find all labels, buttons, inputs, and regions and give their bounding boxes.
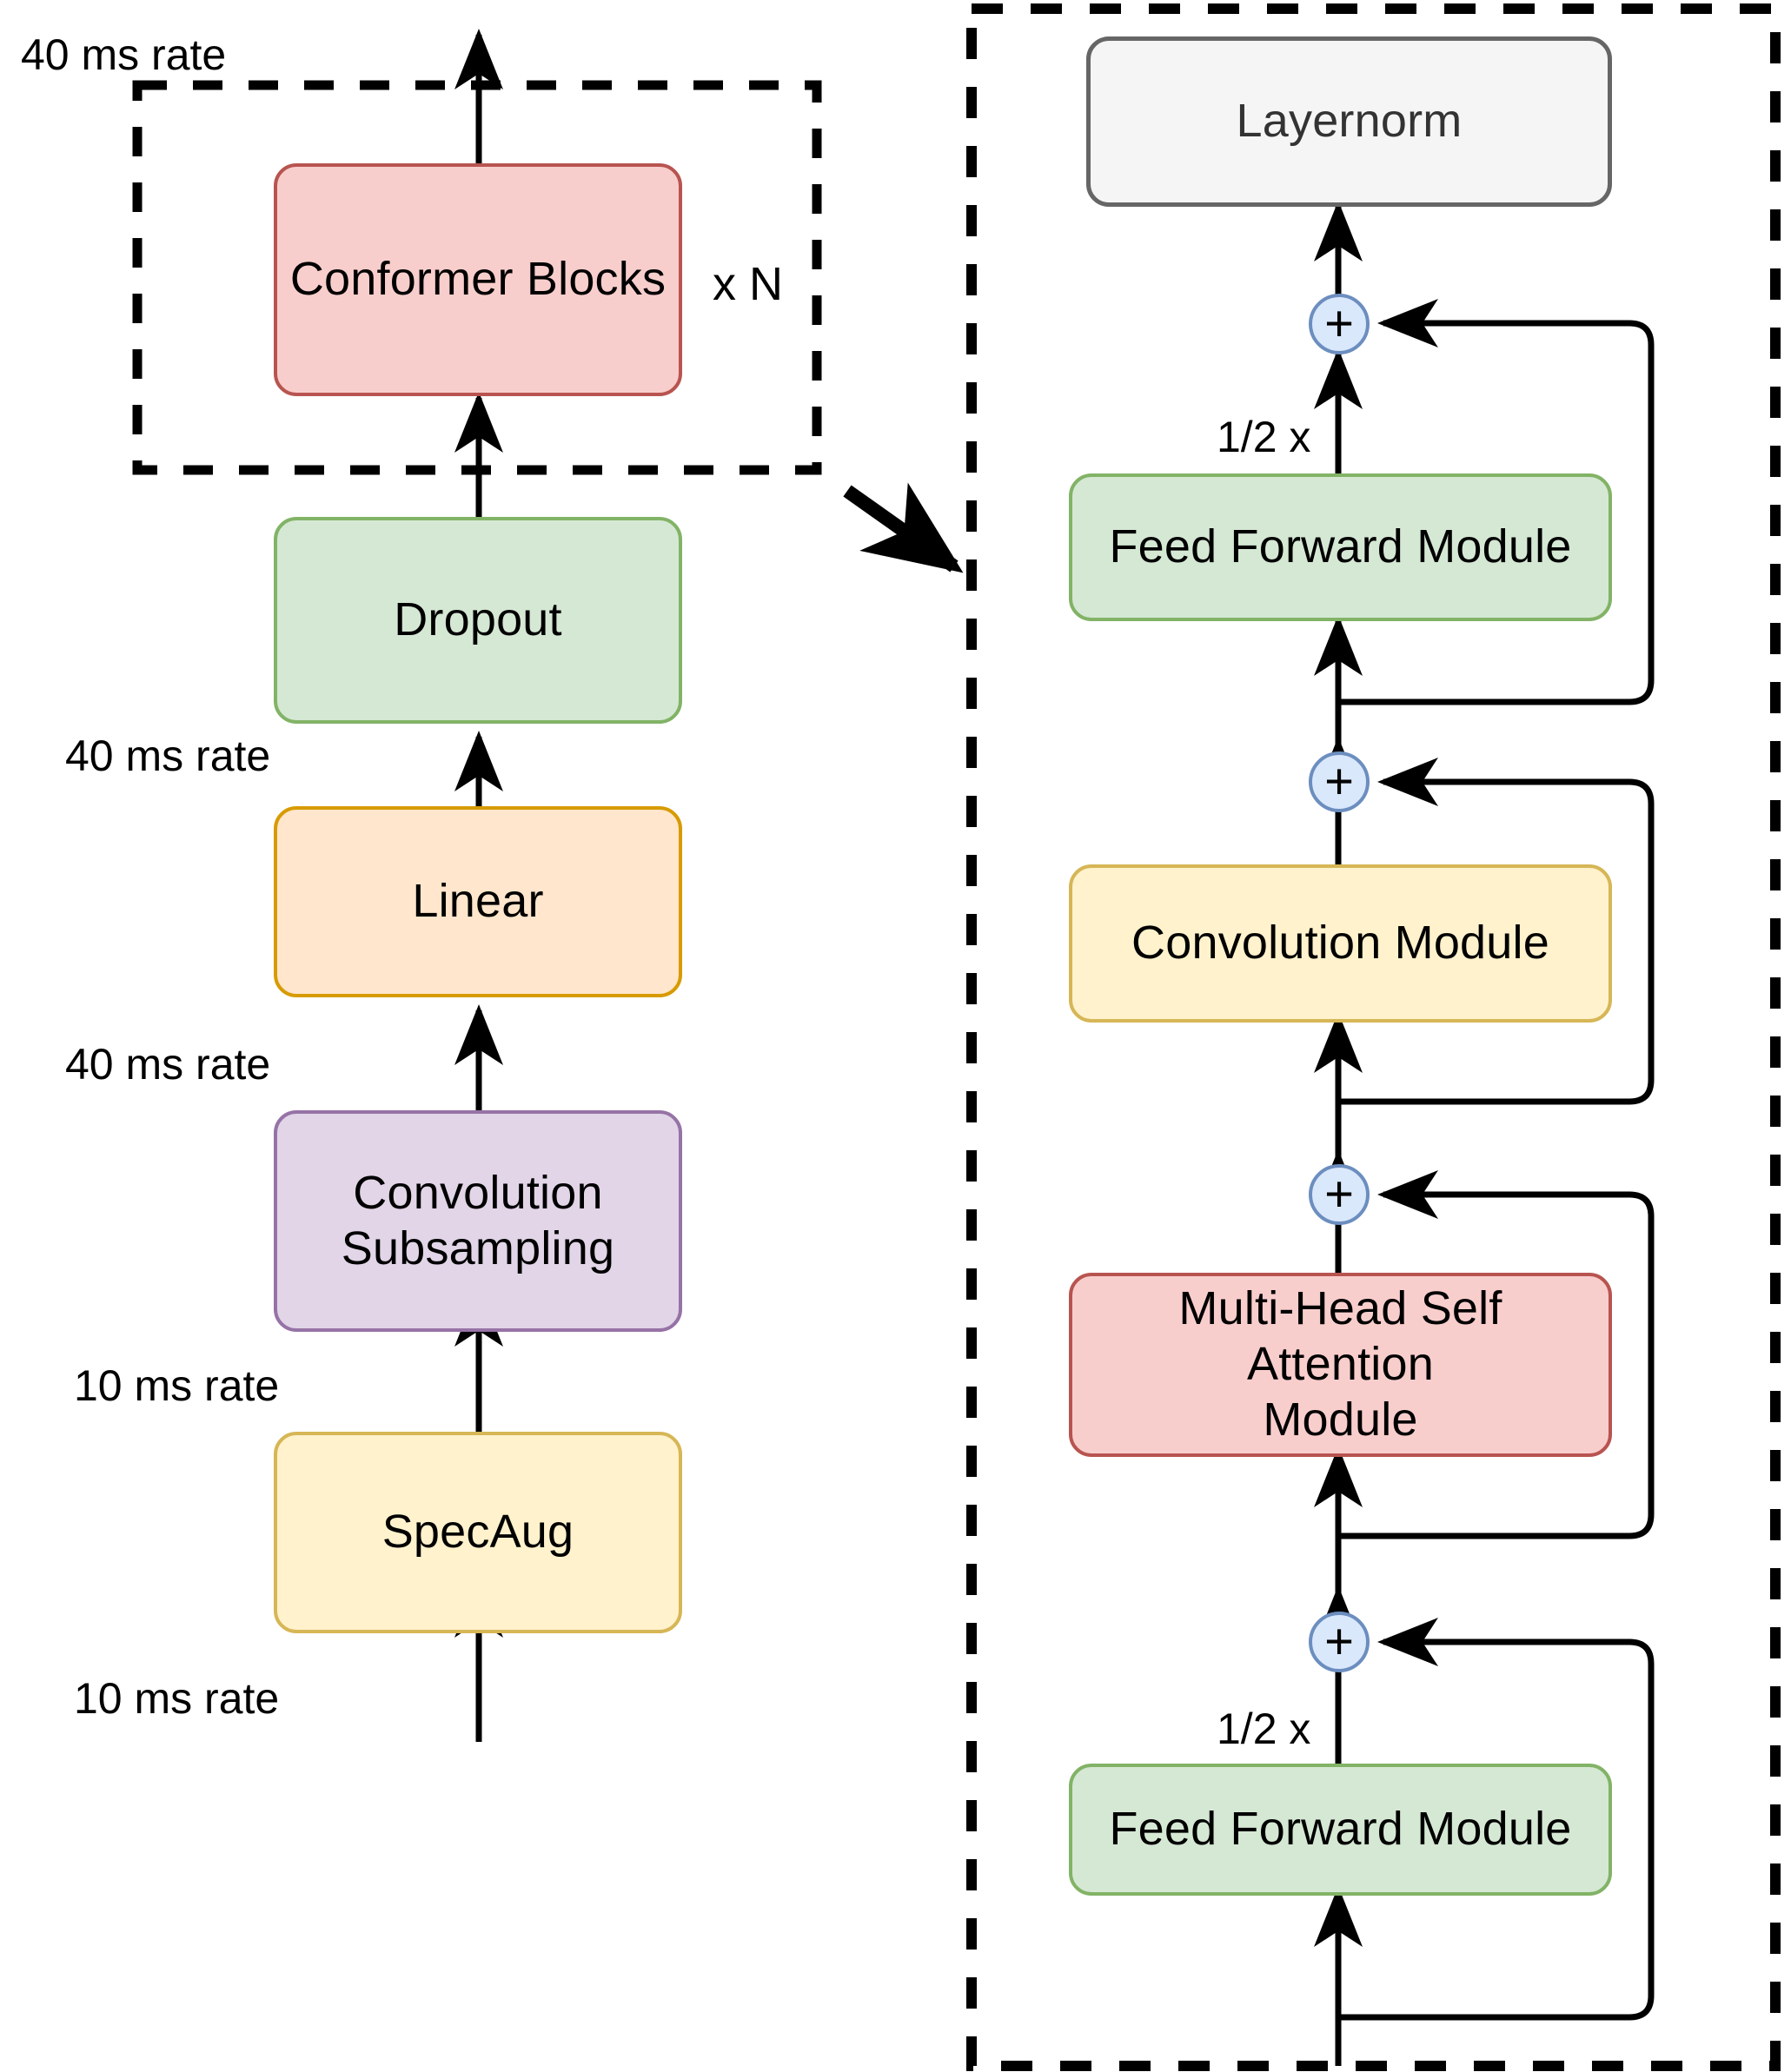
label-rate-subsampling-input: 10 ms rate bbox=[74, 1361, 280, 1410]
node-convolution-module[interactable]: Convolution Module bbox=[1069, 864, 1612, 1023]
label-rate-output: 40 ms rate bbox=[21, 30, 227, 79]
residual-ffn-bottom bbox=[1338, 1618, 1655, 2021]
node-label-line1: Multi-Head Self Attention bbox=[1178, 1282, 1502, 1391]
node-label-line2: Subsampling bbox=[341, 1221, 615, 1274]
adder-after-convolution[interactable]: + bbox=[1309, 751, 1370, 812]
plus-icon: + bbox=[1324, 1166, 1354, 1222]
adder-after-mhsa[interactable]: + bbox=[1309, 1164, 1370, 1225]
conformer-blocks-repeat-label: x N bbox=[713, 258, 783, 310]
label-half-x-top: 1/2 x bbox=[1217, 413, 1311, 461]
node-label-line1: Convolution bbox=[353, 1166, 603, 1219]
plus-icon: + bbox=[1324, 295, 1354, 352]
residual-connections bbox=[1338, 299, 1655, 2021]
node-label: Linear bbox=[412, 875, 544, 928]
node-convolution-subsampling[interactable]: Convolution Subsampling bbox=[274, 1110, 682, 1332]
node-label: Layernorm bbox=[1236, 95, 1463, 148]
plus-icon: + bbox=[1324, 753, 1354, 810]
expand-pointer-arrow bbox=[843, 482, 964, 573]
node-label-line2: Module bbox=[1263, 1393, 1418, 1446]
node-specaug[interactable]: SpecAug bbox=[274, 1432, 682, 1633]
node-feed-forward-module-top[interactable]: Feed Forward Module bbox=[1069, 473, 1612, 621]
node-dropout[interactable]: Dropout bbox=[274, 517, 682, 724]
adder-after-ffn-top[interactable]: + bbox=[1309, 294, 1370, 354]
node-label: SpecAug bbox=[381, 1506, 574, 1559]
node-layernorm[interactable]: Layernorm bbox=[1086, 36, 1612, 207]
label-rate-input: 10 ms rate bbox=[74, 1674, 280, 1723]
adder-after-ffn-bottom[interactable]: + bbox=[1309, 1612, 1370, 1672]
node-multi-head-self-attention-module[interactable]: Multi-Head Self Attention Module bbox=[1069, 1273, 1612, 1457]
residual-ffn-top bbox=[1338, 299, 1655, 705]
node-label: Conformer Blocks bbox=[289, 253, 667, 306]
node-feed-forward-module-bottom[interactable]: Feed Forward Module bbox=[1069, 1764, 1612, 1896]
node-label: Convolution Module bbox=[1131, 917, 1549, 970]
residual-convolution bbox=[1338, 758, 1655, 1105]
node-label: Feed Forward Module bbox=[1109, 520, 1572, 573]
node-conformer-blocks[interactable]: Conformer Blocks bbox=[274, 163, 682, 396]
node-label: Dropout bbox=[394, 593, 562, 646]
node-label: Feed Forward Module bbox=[1109, 1803, 1572, 1856]
node-linear[interactable]: Linear bbox=[274, 806, 682, 997]
plus-icon: + bbox=[1324, 1613, 1354, 1670]
conformer-block-detail-dashed-panel bbox=[966, 3, 1781, 2071]
residual-mhsa bbox=[1338, 1170, 1655, 1539]
label-rate-dropout-input: 40 ms rate bbox=[65, 731, 271, 780]
label-rate-linear-input: 40 ms rate bbox=[65, 1040, 271, 1089]
label-half-x-bottom: 1/2 x bbox=[1217, 1705, 1311, 1753]
